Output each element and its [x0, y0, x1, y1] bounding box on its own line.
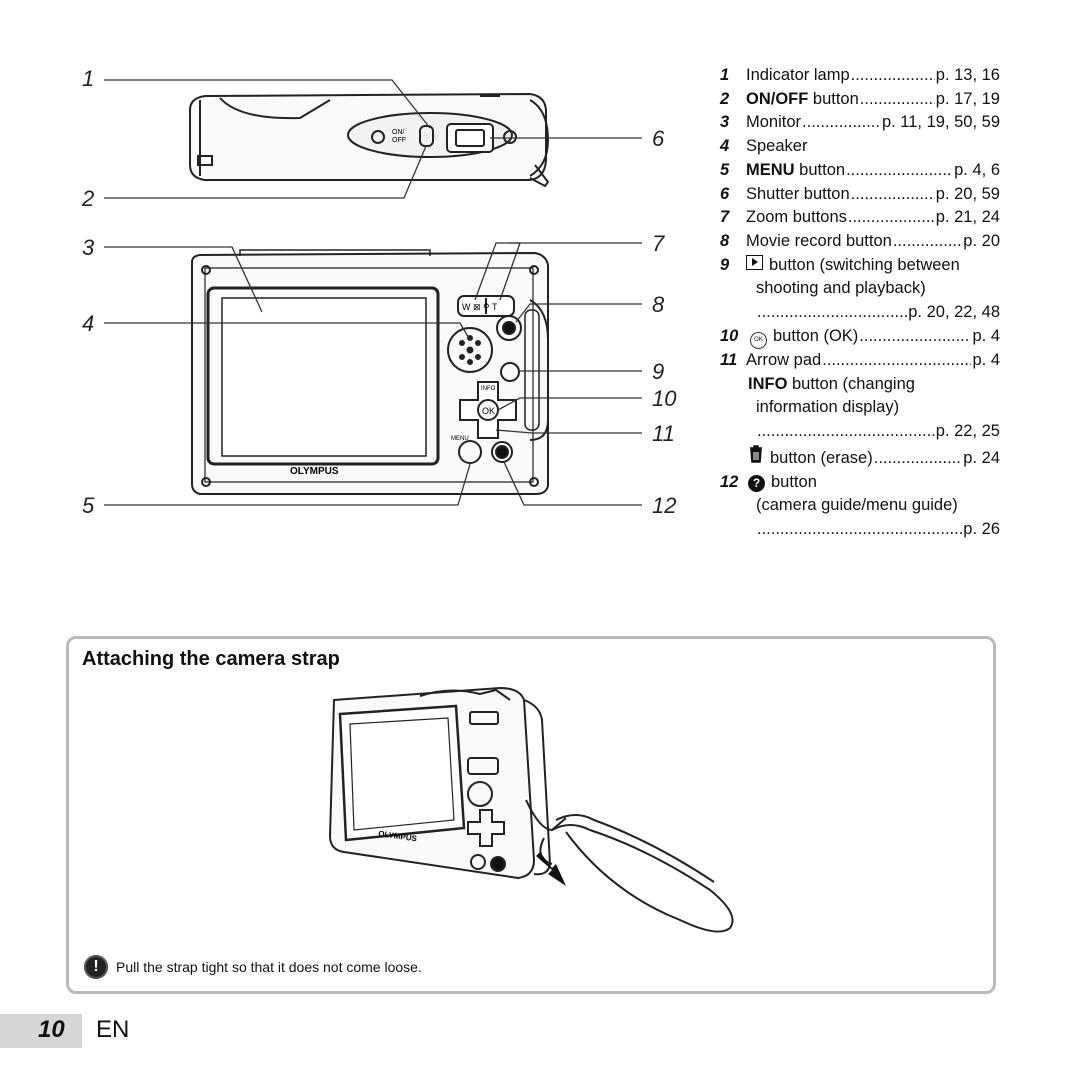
callout-1: 1: [82, 66, 95, 91]
callout-3: 3: [82, 235, 95, 260]
part-row: 7 Zoom buttons p. 21, 24: [720, 206, 1000, 230]
callout-9: 9: [652, 359, 665, 384]
info-label: INFO: [481, 386, 496, 392]
part-row: 8 Movie record button p. 20: [720, 230, 1000, 254]
part-name-cont: information display): [756, 398, 900, 417]
part-name-cont: shooting and playback): [756, 279, 926, 298]
part-row: INFO button (changing: [720, 373, 1000, 397]
part-number: 8: [720, 231, 730, 250]
part-row-cont: p. 26: [720, 518, 1000, 542]
callout-5: 5: [82, 493, 95, 518]
part-row-cont: p. 20, 22, 48: [720, 301, 1000, 325]
part-number: 4: [720, 137, 730, 156]
part-ref: p. 4: [972, 351, 1000, 370]
strap-note-text: Pull the strap tight so that it does not…: [116, 959, 422, 975]
part-name: button: [794, 160, 846, 179]
part-number: 10: [720, 326, 739, 345]
part-row: 12 ? button: [720, 471, 1000, 495]
part-ref: p. 11, 19, 50, 59: [881, 113, 1000, 132]
part-number: 11: [720, 351, 738, 370]
trash-icon: [750, 445, 762, 463]
part-number: 1: [720, 66, 730, 84]
part-name: button: [808, 89, 859, 108]
part-number: 5: [720, 160, 730, 179]
part-row: 6 Shutter button p. 20, 59: [720, 183, 1000, 207]
part-row-cont: shooting and playback): [720, 277, 1000, 301]
part-number: 3: [720, 113, 730, 132]
parts-list: 1 Indicator lamp p. 13, 16 2 ON/OFF butt…: [720, 64, 1000, 542]
part-name-cont: (camera guide/menu guide): [756, 496, 958, 515]
camera-top-view: ON/ OFF W ⊠ ⚲ T IN: [104, 79, 642, 506]
part-row: 10 OK button (OK) p. 4: [720, 325, 1000, 350]
part-name: Monitor: [746, 113, 802, 132]
part-name: button (switching between: [769, 255, 960, 274]
on-off-label-bottom: OFF: [392, 137, 406, 144]
callout-8: 8: [652, 292, 665, 317]
part-name: button (erase): [770, 448, 873, 467]
part-name: Arrow pad: [746, 351, 822, 370]
callout-10: 10: [652, 386, 677, 411]
part-ref: p. 20, 22, 48: [908, 303, 1000, 322]
part-number: 6: [720, 184, 730, 203]
part-row: 5 MENU button p. 4, 6: [720, 159, 1000, 183]
part-name-bold: ON/OFF: [746, 89, 809, 108]
caution-icon: !: [84, 955, 108, 979]
part-name: Speaker: [746, 137, 808, 156]
page-language: EN: [96, 1016, 130, 1043]
part-row: 9 button (switching between: [720, 254, 1000, 278]
page-number: 10: [38, 1016, 65, 1043]
part-ref: p. 20: [963, 231, 1000, 250]
part-row: 2 ON/OFF button p. 17, 19: [720, 88, 1000, 112]
part-row: 1 Indicator lamp p. 13, 16: [720, 64, 1000, 88]
part-row-cont: information display): [720, 396, 1000, 420]
part-ref: p. 4: [972, 326, 1000, 345]
part-name: button (OK): [773, 326, 859, 345]
callout-7: 7: [652, 231, 665, 256]
part-row-cont: (camera guide/menu guide): [720, 494, 1000, 518]
part-row: 3 Monitor p. 11, 19, 50, 59: [720, 111, 1000, 135]
part-number: 9: [720, 255, 730, 274]
part-name: Movie record button: [746, 231, 892, 250]
part-name: button (changing: [787, 374, 915, 393]
on-off-label-top: ON/: [392, 129, 405, 136]
part-number: 12: [720, 472, 739, 491]
menu-label: MENU: [451, 436, 469, 442]
part-name-bold: INFO: [748, 374, 788, 393]
callout-6: 6: [652, 126, 665, 151]
part-name: Indicator lamp: [746, 66, 850, 84]
part-ref: p. 26: [963, 520, 1000, 538]
part-name: Shutter button: [746, 184, 850, 203]
strap-illustration: OLYMPUS: [328, 686, 734, 933]
part-ref: p. 21, 24: [935, 208, 1000, 227]
playback-icon: [746, 254, 763, 270]
part-row: button (erase) p. 24: [720, 444, 1000, 471]
part-ref: p. 20, 59: [935, 184, 1000, 203]
part-name: Zoom buttons: [746, 208, 847, 227]
strap-note: ! Pull the strap tight so that it does n…: [84, 955, 422, 979]
strap-section-box: [66, 636, 996, 994]
callout-2: 2: [82, 186, 95, 211]
part-ref: p. 4, 6: [954, 160, 1000, 179]
part-number: 7: [720, 208, 730, 227]
part-number: 2: [720, 89, 730, 108]
strap-section-title: Attaching the camera strap: [82, 648, 340, 670]
part-ref: p. 17, 19: [935, 89, 1000, 108]
part-row-cont: p. 22, 25: [720, 420, 1000, 444]
part-ref: p. 13, 16: [935, 66, 1000, 84]
zoom-label: W ⊠ ⚲ T: [462, 302, 498, 312]
part-row: 11 Arrow pad p. 4: [720, 349, 1000, 373]
part-ref: p. 24: [963, 448, 1000, 467]
callout-11: 11: [652, 421, 675, 446]
part-name: button: [771, 472, 817, 491]
ok-icon: OK: [750, 332, 767, 350]
callout-12: 12: [652, 493, 677, 518]
page-number-bar: [0, 1014, 82, 1048]
brand-label: OLYMPUS: [290, 466, 339, 477]
part-row: 4 Speaker: [720, 135, 1000, 159]
help-icon: ?: [748, 474, 765, 492]
part-ref: p. 22, 25: [935, 422, 1000, 441]
part-name-bold: MENU: [746, 160, 795, 179]
ok-label: OK: [482, 406, 495, 416]
callout-4: 4: [82, 311, 95, 336]
